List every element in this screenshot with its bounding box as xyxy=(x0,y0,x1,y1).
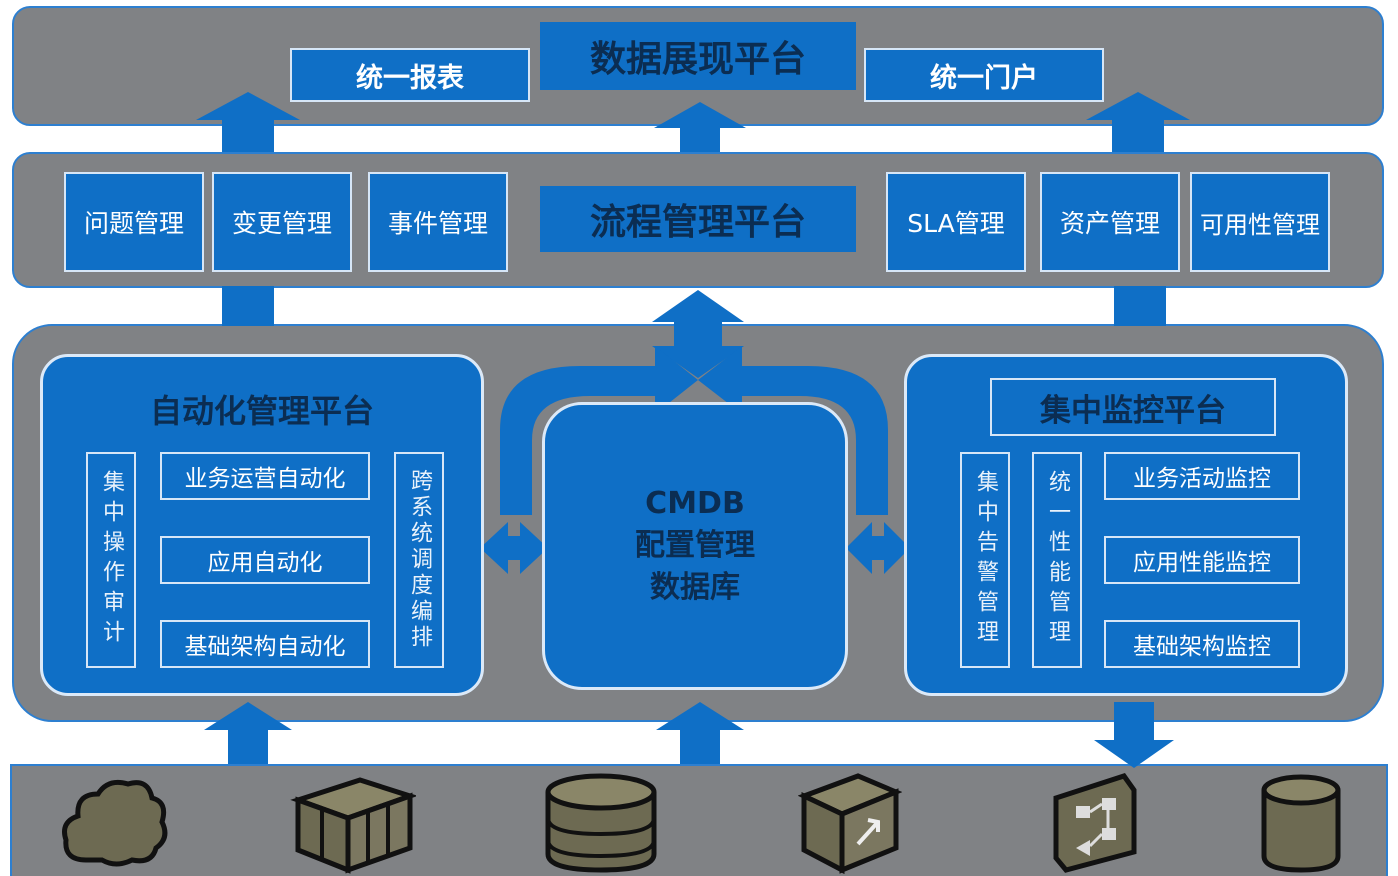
arrow-down-resources-right xyxy=(1094,702,1174,768)
arrow-up-resources-left xyxy=(204,702,292,764)
business-ops-automation-tile: 业务运营自动化 xyxy=(160,452,370,500)
cloud-icon xyxy=(62,779,168,867)
display-platform-title: 数据展现平台 xyxy=(540,22,856,90)
arrow-left-cmdb xyxy=(480,522,548,574)
process-platform-title: 流程管理平台 xyxy=(540,186,856,252)
change-management-tile: 变更管理 xyxy=(212,172,352,272)
business-activity-monitor-tile: 业务活动监控 xyxy=(1104,452,1300,500)
server-rack-icon xyxy=(290,777,416,874)
orchestration-vertical-label: 跨系统调度编排 xyxy=(407,469,432,651)
arrow-cmdb-process xyxy=(652,290,744,378)
unified-portal-tile: 统一门户 xyxy=(864,48,1104,102)
arrow-up-right-top xyxy=(1086,92,1190,152)
infrastructure-monitor-tile: 基础架构监控 xyxy=(1104,620,1300,668)
database-icon xyxy=(545,773,657,873)
application-performance-monitor-tile: 应用性能监控 xyxy=(1104,536,1300,584)
availability-management-tile: 可用性管理 xyxy=(1190,172,1330,272)
sla-management-tile: SLA管理 xyxy=(886,172,1026,272)
performance-vertical-box: 统一性能管理 xyxy=(1032,452,1082,668)
link-left-process-core xyxy=(222,286,274,326)
orchestration-vertical-box: 跨系统调度编排 xyxy=(394,452,444,668)
box-icon xyxy=(798,773,902,874)
alarm-vertical-box: 集中告警管理 xyxy=(960,452,1010,668)
storage-icon xyxy=(1261,774,1341,873)
infrastructure-automation-tile: 基础架构自动化 xyxy=(160,620,370,668)
audit-vertical-label: 集中操作审计 xyxy=(99,470,124,650)
curve-left xyxy=(500,346,698,515)
audit-vertical-box: 集中操作审计 xyxy=(86,452,136,668)
arrow-up-center-top xyxy=(654,102,746,152)
link-right-process-core xyxy=(1114,286,1166,326)
arrow-up-left-top xyxy=(196,92,300,152)
cmdb-label: CMDB xyxy=(645,486,745,521)
performance-vertical-label: 统一性能管理 xyxy=(1045,470,1070,650)
alarm-vertical-label: 集中告警管理 xyxy=(973,470,998,650)
unified-report-tile: 统一报表 xyxy=(290,48,530,102)
cmdb-panel: CMDB 配置管理 数据库 xyxy=(542,402,848,690)
resource-layer-band xyxy=(10,764,1388,876)
arrow-right-cmdb xyxy=(846,522,910,574)
problem-management-tile: 问题管理 xyxy=(64,172,204,272)
workflow-icon xyxy=(1053,773,1137,873)
monitoring-platform-title: 集中监控平台 xyxy=(990,378,1276,436)
cmdb-database-label: 数据库 xyxy=(650,570,740,605)
asset-management-tile: 资产管理 xyxy=(1040,172,1180,272)
automation-platform-title: 自动化管理平台 xyxy=(149,392,374,430)
curve-right xyxy=(698,346,888,515)
application-automation-tile: 应用自动化 xyxy=(160,536,370,584)
cmdb-config-label: 配置管理 xyxy=(635,528,755,563)
incident-management-tile: 事件管理 xyxy=(368,172,508,272)
arrow-up-resources-center xyxy=(656,702,744,764)
